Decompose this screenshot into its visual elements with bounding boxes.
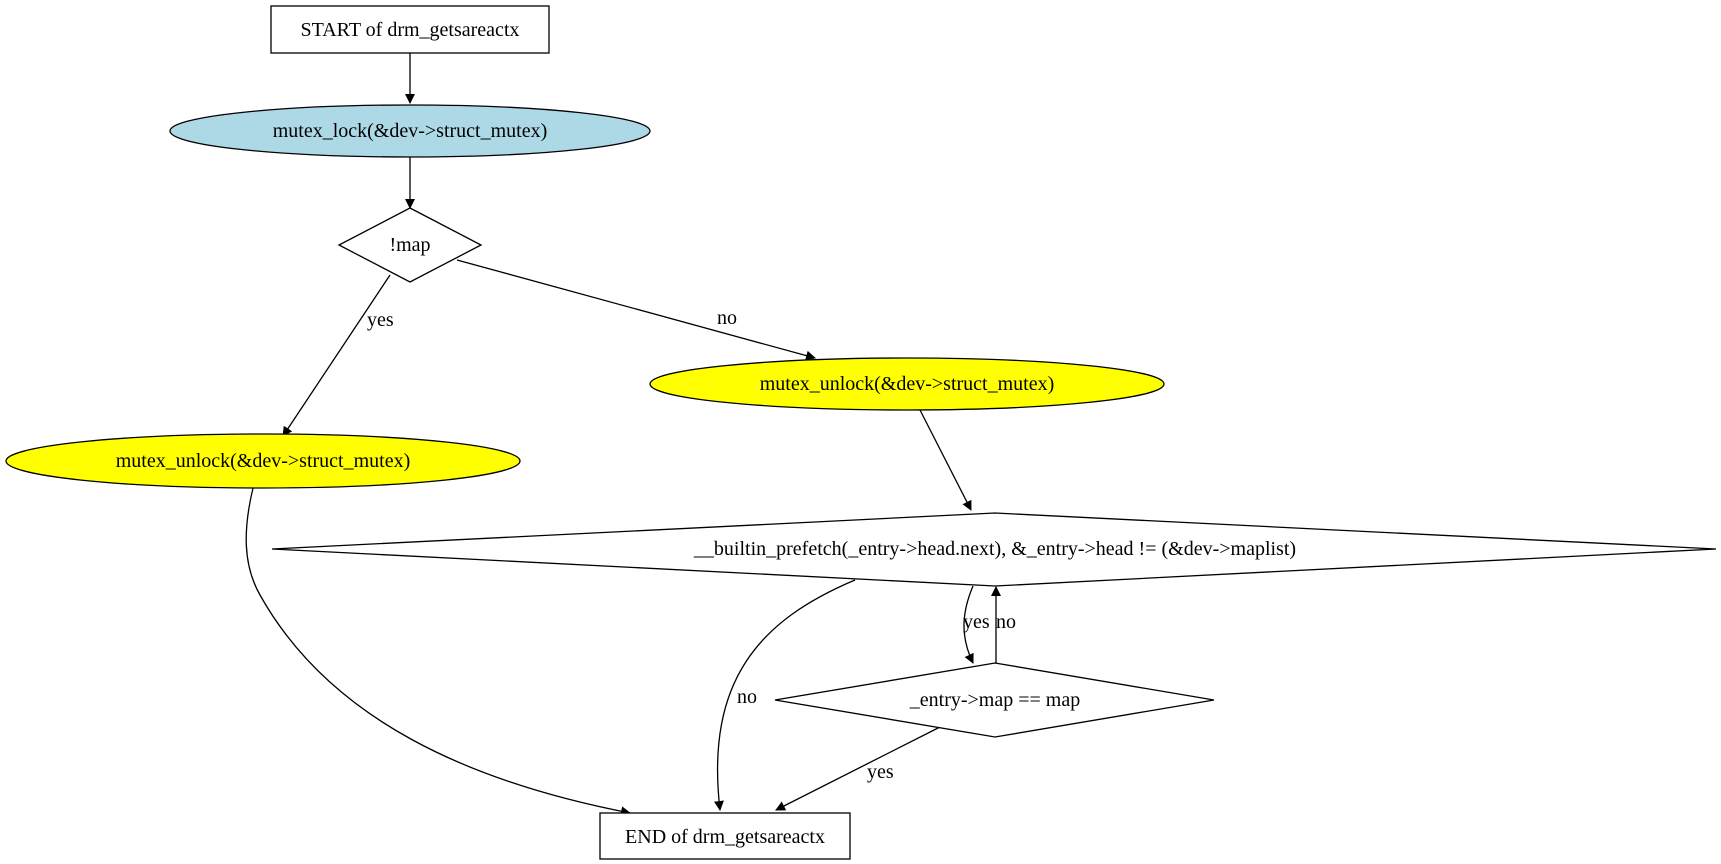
edge-label-loop-yes: yes	[963, 611, 990, 633]
edge-label-entry-no: no	[996, 611, 1016, 633]
edge-unlock-yes-to-end	[245, 487, 631, 817]
mutex-lock-label: mutex_lock(&dev->struct_mutex)	[273, 120, 548, 142]
node-end: END of drm_getsareactx	[599, 812, 851, 860]
node-mutex-unlock-no: mutex_unlock(&dev->struct_mutex)	[649, 357, 1165, 411]
map-condition-diamond	[337, 207, 483, 283]
mutex-unlock-no-ellipse	[649, 357, 1165, 411]
edge-label-loop-no: no	[737, 686, 757, 708]
node-entry-condition: _entry->map == map	[774, 662, 1215, 738]
edge-loop-condition-yes-to-entry	[963, 585, 974, 664]
mutex-unlock-yes-ellipse	[5, 433, 521, 489]
edge-unlock-no-to-loop-condition	[919, 409, 972, 511]
map-condition-label: !map	[389, 234, 430, 256]
mutex-unlock-yes-label: mutex_unlock(&dev->struct_mutex)	[116, 450, 411, 472]
edge-label-map-yes: yes	[367, 309, 394, 331]
loop-condition-label: __builtin_prefetch(_entry->head.next), &…	[693, 538, 1296, 560]
start-box	[270, 5, 550, 54]
entry-condition-label: _entry->map == map	[909, 689, 1080, 711]
edges	[245, 53, 1001, 817]
node-mutex-lock: mutex_lock(&dev->struct_mutex)	[169, 104, 651, 158]
node-loop-condition: __builtin_prefetch(_entry->head.next), &…	[271, 512, 1717, 587]
node-start: START of drm_getsareactx	[270, 5, 550, 54]
start-label: START of drm_getsareactx	[301, 19, 520, 41]
edge-label-entry-yes: yes	[867, 761, 894, 783]
mutex-unlock-no-label: mutex_unlock(&dev->struct_mutex)	[760, 373, 1055, 395]
edge-entry-yes-to-end	[775, 726, 941, 811]
mutex-lock-ellipse	[169, 104, 651, 158]
node-map-condition: !map	[337, 207, 483, 283]
node-mutex-unlock-yes: mutex_unlock(&dev->struct_mutex)	[5, 433, 521, 489]
edge-loop-condition-no-to-end	[714, 579, 856, 811]
edge-map-condition-yes	[282, 274, 391, 437]
edge-labels: yes no no yes no yes	[367, 307, 1016, 783]
entry-condition-diamond	[774, 662, 1215, 738]
end-label: END of drm_getsareactx	[625, 826, 825, 848]
edge-label-map-no: no	[717, 307, 737, 329]
loop-condition-diamond	[271, 512, 1717, 587]
edge-map-condition-no	[456, 259, 816, 361]
end-box	[599, 812, 851, 860]
